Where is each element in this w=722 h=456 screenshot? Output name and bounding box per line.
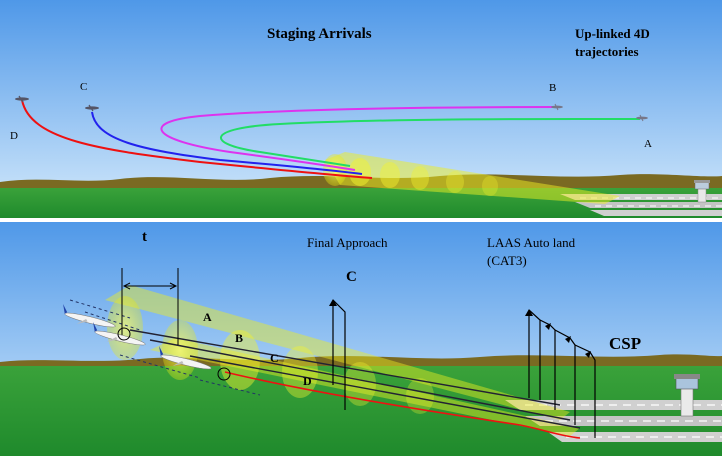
csp-label: CSP xyxy=(609,334,641,353)
aircraft-a-icon xyxy=(636,114,648,122)
corridor-dashed-lines xyxy=(69,299,261,396)
top-label-b: B xyxy=(549,82,556,94)
trajectory-a xyxy=(219,117,641,167)
top-label-c: C xyxy=(80,81,87,93)
top-label-d: D xyxy=(10,130,18,142)
top-title: Staging Arrivals xyxy=(267,26,372,42)
bottom-label-a: A xyxy=(203,310,212,324)
autoland-label-line1: LAAS Auto land xyxy=(487,235,576,250)
aircraft-b-icon xyxy=(551,103,563,111)
spacing-circle-1 xyxy=(117,327,131,341)
marker-arrowheads xyxy=(329,299,591,358)
aircraft-c-icon xyxy=(85,104,99,112)
uplink-note-line1: Up-linked 4D xyxy=(575,26,650,41)
panel-divider xyxy=(0,218,722,222)
bottom-label-b: B xyxy=(235,331,243,345)
bottom-label-c: C xyxy=(270,351,279,365)
top-label-a: A xyxy=(644,138,652,150)
final-approach-label: Final Approach xyxy=(307,235,388,250)
c-marker-label: C xyxy=(346,269,357,285)
trajectory-c xyxy=(91,111,363,175)
bottom-control-tower-icon xyxy=(674,374,700,417)
spacing-circle-2 xyxy=(217,367,231,381)
autoland-label-line2: (CAT3) xyxy=(487,253,527,268)
vertical-markers xyxy=(332,299,596,438)
trajectory-b xyxy=(160,106,561,171)
bottom-label-d: D xyxy=(303,374,312,388)
time-label: t xyxy=(142,229,147,245)
aircraft-d-icon xyxy=(15,95,29,103)
top-panel: Staging Arrivals Up-linked 4D trajectori… xyxy=(0,0,722,218)
trajectory-d xyxy=(21,99,373,179)
uplink-note-line2: trajectories xyxy=(575,44,639,59)
bottom-panel: t Final Approach LAAS Auto land (CAT3) C… xyxy=(0,222,722,456)
top-control-tower-icon xyxy=(694,180,710,203)
